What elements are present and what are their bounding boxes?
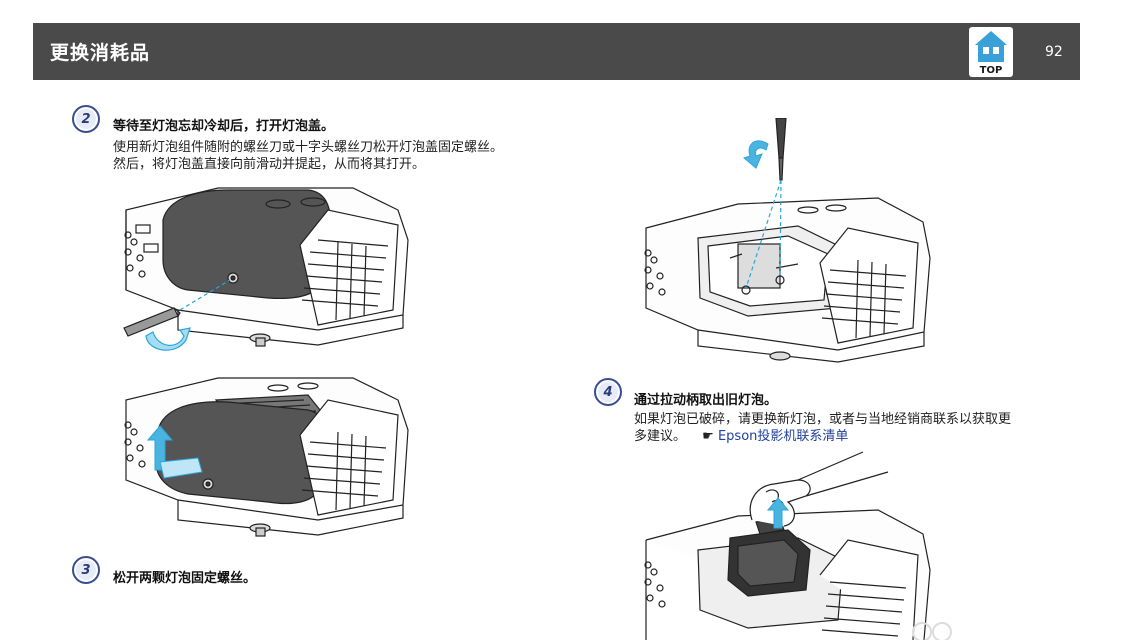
step-2-body-line-1: 使用新灯泡组件随附的螺丝刀或十字头螺丝刀松开灯泡盖固定螺丝。 xyxy=(113,140,504,155)
remove-lamp-illustration xyxy=(644,451,931,640)
step-2-body: 使用新灯泡组件随附的螺丝刀或十字头螺丝刀松开灯泡盖固定螺丝。 然后，将灯泡盖直接… xyxy=(113,139,503,173)
step-2-badge: 2 xyxy=(72,105,100,133)
epson-contact-list-link[interactable]: Epson投影机联系清单 xyxy=(717,429,849,444)
watermark-mark xyxy=(912,622,952,640)
step-4-body: 如果灯泡已破碎，请更换新灯泡，或者与当地经销商联系以获取更 多建议。 ☛ Eps… xyxy=(634,411,1011,445)
step-4-body-line-2-text: 多建议。 xyxy=(634,429,687,444)
page-header: 更换消耗品 TOP 92 xyxy=(33,23,1080,80)
page-title: 更换消耗品 xyxy=(50,42,151,64)
home-icon: TOP xyxy=(969,27,1013,77)
lamp-screws-illustration xyxy=(644,118,931,363)
step-2-body-line-2: 然后，将灯泡盖直接向前滑动并提起，从而将其打开。 xyxy=(113,157,426,172)
pointing-hand-icon: ☛ xyxy=(702,429,714,444)
lamp-cover-screw-illustration xyxy=(123,187,409,351)
step-4-title: 通过拉动柄取出旧灯泡。 xyxy=(634,393,778,408)
lamp-cover-open-illustration xyxy=(124,377,409,537)
step-4-body-line-1: 如果灯泡已破碎，请更换新灯泡，或者与当地经销商联系以获取更 xyxy=(634,412,1012,427)
page-number: 92 xyxy=(1045,44,1063,60)
step-3-badge: 3 xyxy=(72,556,100,584)
step-3-title: 松开两颗灯泡固定螺丝。 xyxy=(113,571,257,586)
top-button-label: TOP xyxy=(980,65,1003,76)
step-4-badge: 4 xyxy=(594,378,622,406)
step-2-title: 等待至灯泡忘却冷却后，打开灯泡盖。 xyxy=(113,119,335,134)
step-4-body-line-2: 多建议。 ☛ Epson投影机联系清单 xyxy=(634,428,1011,445)
top-button[interactable]: TOP xyxy=(969,27,1013,77)
